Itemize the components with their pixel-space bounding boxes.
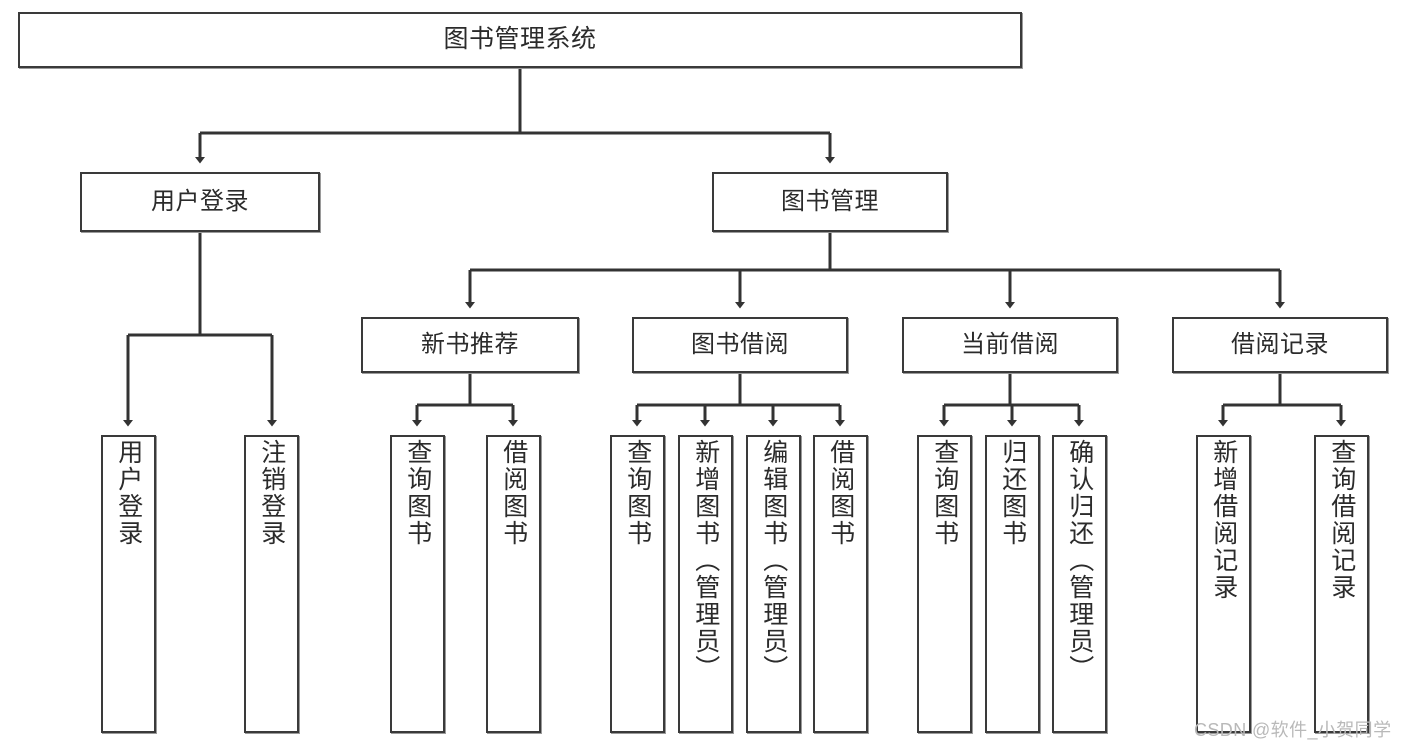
node-leaf-query-book-1[interactable]: 查询图书 (390, 435, 445, 733)
node-current-borrow[interactable]: 当前借阅 (902, 317, 1118, 373)
node-book-borrow-label: 图书借阅 (691, 330, 789, 358)
node-user-login[interactable]: 用户登录 (80, 172, 320, 232)
node-current-borrow-label: 当前借阅 (961, 330, 1059, 358)
node-leaf-add-book-label: 新增图书（管理员） (691, 439, 720, 682)
node-leaf-confirm-return-label: 确认归还（管理员） (1065, 439, 1094, 682)
node-leaf-borrow-book-1[interactable]: 借阅图书 (486, 435, 541, 733)
node-new-book-recommend-label: 新书推荐 (421, 330, 519, 358)
node-leaf-query-record-label: 查询借阅记录 (1327, 439, 1356, 601)
node-book-management[interactable]: 图书管理 (712, 172, 948, 232)
node-borrow-record[interactable]: 借阅记录 (1172, 317, 1388, 373)
node-root-label: 图书管理系统 (443, 25, 597, 54)
node-leaf-borrow-book-1-label: 借阅图书 (499, 439, 528, 547)
node-book-management-label: 图书管理 (781, 187, 879, 215)
node-root[interactable]: 图书管理系统 (18, 12, 1022, 68)
node-leaf-add-book[interactable]: 新增图书（管理员） (678, 435, 733, 733)
node-leaf-user-logout[interactable]: 注销登录 (244, 435, 299, 733)
node-leaf-query-book-3[interactable]: 查询图书 (917, 435, 972, 733)
node-new-book-recommend[interactable]: 新书推荐 (361, 317, 579, 373)
node-leaf-query-book-2[interactable]: 查询图书 (610, 435, 665, 733)
node-leaf-return-book[interactable]: 归还图书 (985, 435, 1040, 733)
node-leaf-add-record[interactable]: 新增借阅记录 (1196, 435, 1251, 733)
node-leaf-confirm-return[interactable]: 确认归还（管理员） (1052, 435, 1107, 733)
node-leaf-return-book-label: 归还图书 (998, 439, 1027, 547)
node-leaf-user-logout-label: 注销登录 (257, 439, 286, 547)
node-leaf-add-record-label: 新增借阅记录 (1209, 439, 1238, 601)
node-borrow-record-label: 借阅记录 (1231, 330, 1329, 358)
csdn-watermark: CSDN @软件_小贺同学 (1194, 720, 1392, 740)
node-leaf-borrow-book-2-label: 借阅图书 (826, 439, 855, 547)
node-leaf-query-book-3-label: 查询图书 (930, 439, 959, 547)
node-leaf-query-record[interactable]: 查询借阅记录 (1314, 435, 1369, 733)
node-user-login-label: 用户登录 (151, 187, 249, 215)
node-leaf-borrow-book-2[interactable]: 借阅图书 (813, 435, 868, 733)
node-leaf-edit-book-label: 编辑图书（管理员） (759, 439, 788, 682)
node-leaf-query-book-2-label: 查询图书 (623, 439, 652, 547)
node-leaf-edit-book[interactable]: 编辑图书（管理员） (746, 435, 801, 733)
node-leaf-user-login-label: 用户登录 (114, 439, 143, 547)
node-leaf-user-login[interactable]: 用户登录 (101, 435, 156, 733)
node-leaf-query-book-1-label: 查询图书 (403, 439, 432, 547)
node-book-borrow[interactable]: 图书借阅 (632, 317, 848, 373)
